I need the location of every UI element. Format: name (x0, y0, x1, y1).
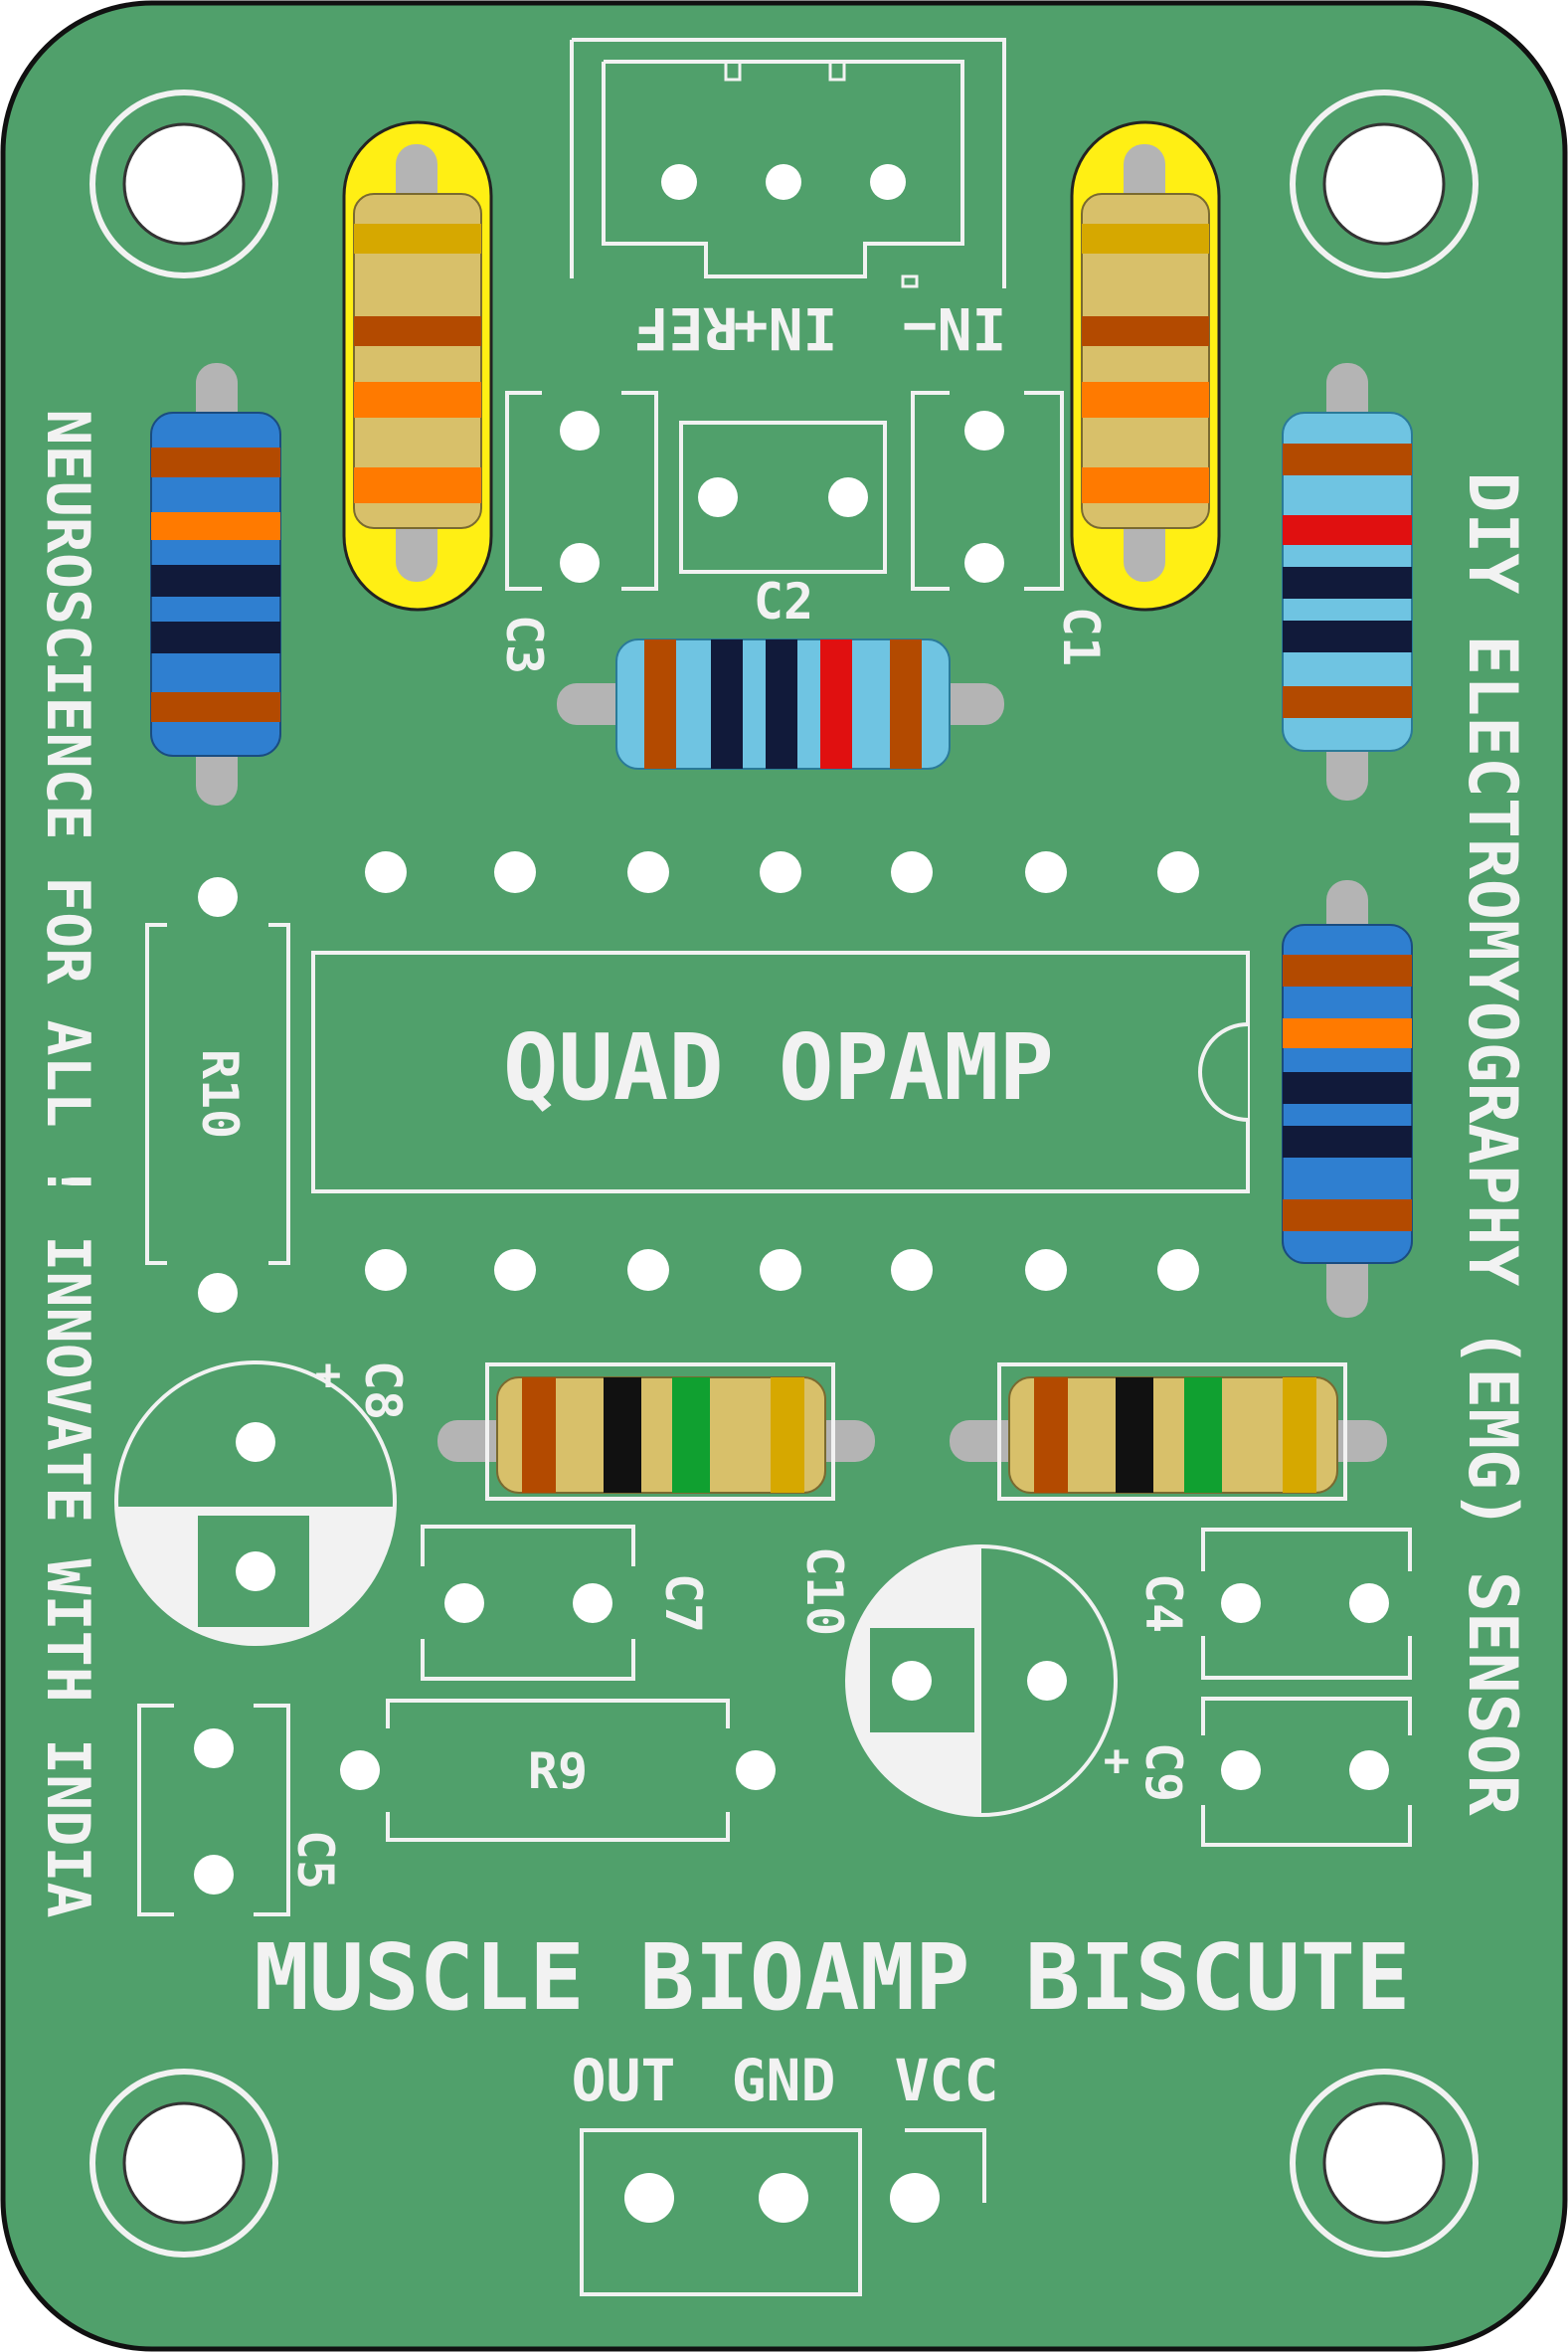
designator-c9: C9 (1134, 1742, 1192, 1802)
resistor-highlighted-right (1070, 120, 1221, 612)
resistor-r10-footprint (145, 877, 290, 1313)
electrolytic-capacitor-icon (114, 1360, 397, 1646)
designator-c10: C10 (795, 1546, 853, 1636)
pin-label-in-plus: IN+ (734, 294, 838, 362)
pin-label-ref: REF (634, 294, 739, 362)
left-slogan: NEUROSCIENCE FOR ALL ! INNOVATE WITH IND… (33, 409, 102, 1917)
ic-pins-bottom (365, 1249, 1199, 1291)
capacitor-c5-footprint (137, 1704, 290, 1916)
capacitor-c3-footprint (505, 391, 658, 591)
designator-c4: C4 (1134, 1573, 1192, 1633)
capacitor-c7-footprint (421, 1525, 635, 1681)
designator-c7: C7 (654, 1573, 712, 1633)
ic-label: QUAD OPAMP (503, 1014, 1054, 1121)
side-title: DIY ELECTROMYOGRAPHY (EMG) SENSOR (1453, 471, 1531, 1815)
designator-r9: R9 (528, 1742, 588, 1800)
capacitor-c1-footprint (911, 391, 1064, 591)
designator-c8: C8 (354, 1360, 412, 1420)
mounting-hole-icon (89, 2069, 278, 2258)
pin-label-gnd: GND (732, 2047, 836, 2114)
capacitor-c4-footprint (1201, 1528, 1412, 1680)
c8-plus-sign: + (315, 1350, 342, 1400)
input-connector (570, 38, 1006, 288)
designator-c3: C3 (495, 615, 553, 674)
capacitor-c2-footprint (679, 421, 887, 574)
resistor-blue-right-bottom (1282, 880, 1413, 1318)
c9-plus-sign: + (1104, 1735, 1131, 1786)
quad-opamp-footprint (311, 951, 1250, 1193)
designator-c2: C2 (754, 573, 813, 631)
pin-label-vcc: VCC (895, 2047, 999, 2114)
designator-r10: R10 (191, 1049, 249, 1139)
electrolytic-capacitor-icon (845, 1544, 1118, 1817)
resistor-r9-footprint (340, 1699, 776, 1842)
board-title: MUSCLE BIOAMP BISCUTE (254, 1924, 1410, 2031)
resistor-highlighted-left (342, 120, 493, 612)
resistor-blue-horizontal (557, 638, 1004, 770)
resistor-tan-left (437, 1362, 875, 1501)
resistor-blue-left (150, 363, 281, 806)
designator-c1: C1 (1052, 607, 1110, 666)
pin-label-out: OUT (572, 2047, 676, 2114)
mounting-hole-icon (89, 90, 278, 278)
pin-label-in-minus: IN− (903, 294, 1007, 362)
capacitor-c9-footprint (1201, 1697, 1412, 1847)
mounting-hole-icon (1290, 2069, 1479, 2258)
mounting-hole-icon (1290, 90, 1479, 278)
resistor-blue-right-top (1282, 363, 1413, 801)
designator-c5: C5 (286, 1830, 344, 1890)
output-connector (580, 2128, 986, 2296)
resistor-tan-right (950, 1362, 1387, 1501)
ic-pins-top (365, 851, 1199, 893)
